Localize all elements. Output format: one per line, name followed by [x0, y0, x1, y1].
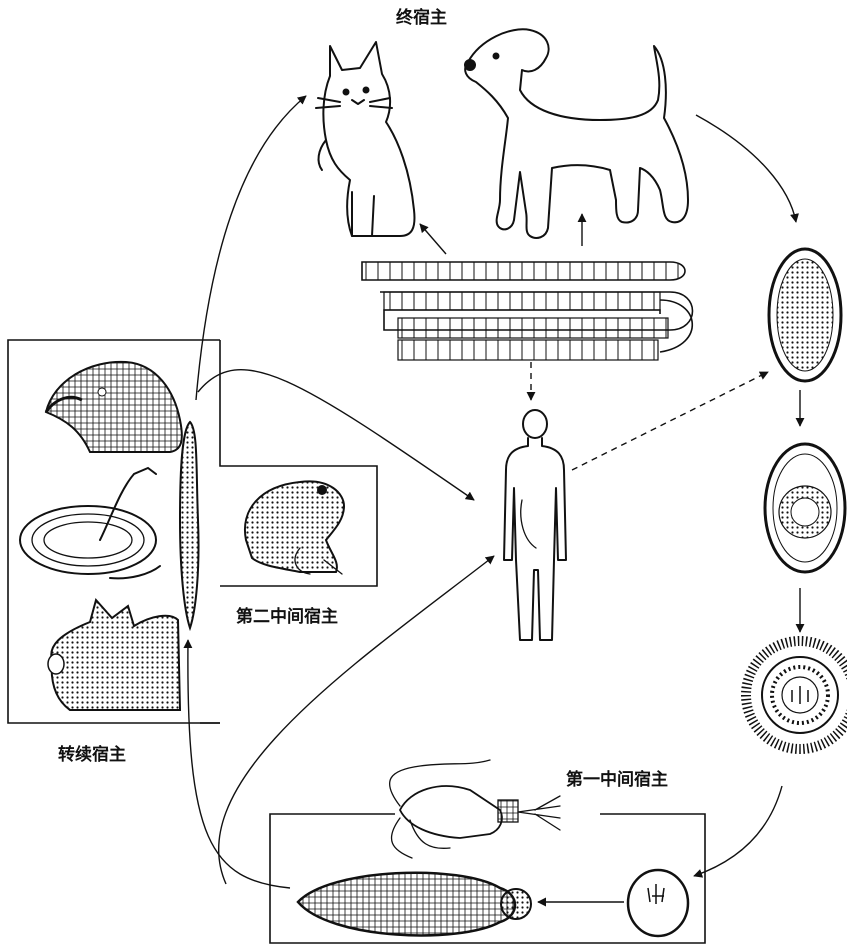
- arrow-sparganum-to-cat: [196, 96, 306, 400]
- plerocercoid-icon: [298, 873, 531, 936]
- final-host-label: 终宿主: [396, 10, 447, 27]
- paratenic-host-label: 转续宿主: [58, 747, 126, 764]
- dog-icon: [465, 29, 688, 238]
- arrow-coracidium-to-procercoid: [694, 786, 782, 876]
- egg-icon: [769, 249, 841, 381]
- arrow-plerocercoid-to-sparganum: [188, 640, 290, 888]
- tapeworm-icon: [362, 262, 693, 360]
- arrow-human-to-egg: [572, 372, 768, 470]
- copepod-icon: [390, 760, 560, 858]
- arrow-sparganum-to-human: [198, 370, 474, 500]
- arrow-dog-to-egg: [696, 115, 796, 222]
- procercoid-icon: [628, 870, 688, 936]
- bird-icon: [46, 362, 182, 452]
- snake-icon: [20, 468, 160, 578]
- sparganum-icon: [180, 422, 199, 628]
- coracidium-icon: [746, 641, 847, 749]
- embryonated-egg-icon: [765, 444, 845, 572]
- arrow-plerocercoid-to-human: [219, 556, 494, 884]
- human-icon: [504, 410, 566, 640]
- second-intermediate-host-label: 第二中间宿主: [236, 609, 338, 626]
- cat-icon: [316, 42, 414, 236]
- pig-icon: [48, 600, 180, 710]
- frog-icon: [245, 481, 344, 574]
- arrow-worm-to-cat: [420, 224, 446, 254]
- first-intermediate-host-label: 第一中间宿主: [566, 772, 668, 789]
